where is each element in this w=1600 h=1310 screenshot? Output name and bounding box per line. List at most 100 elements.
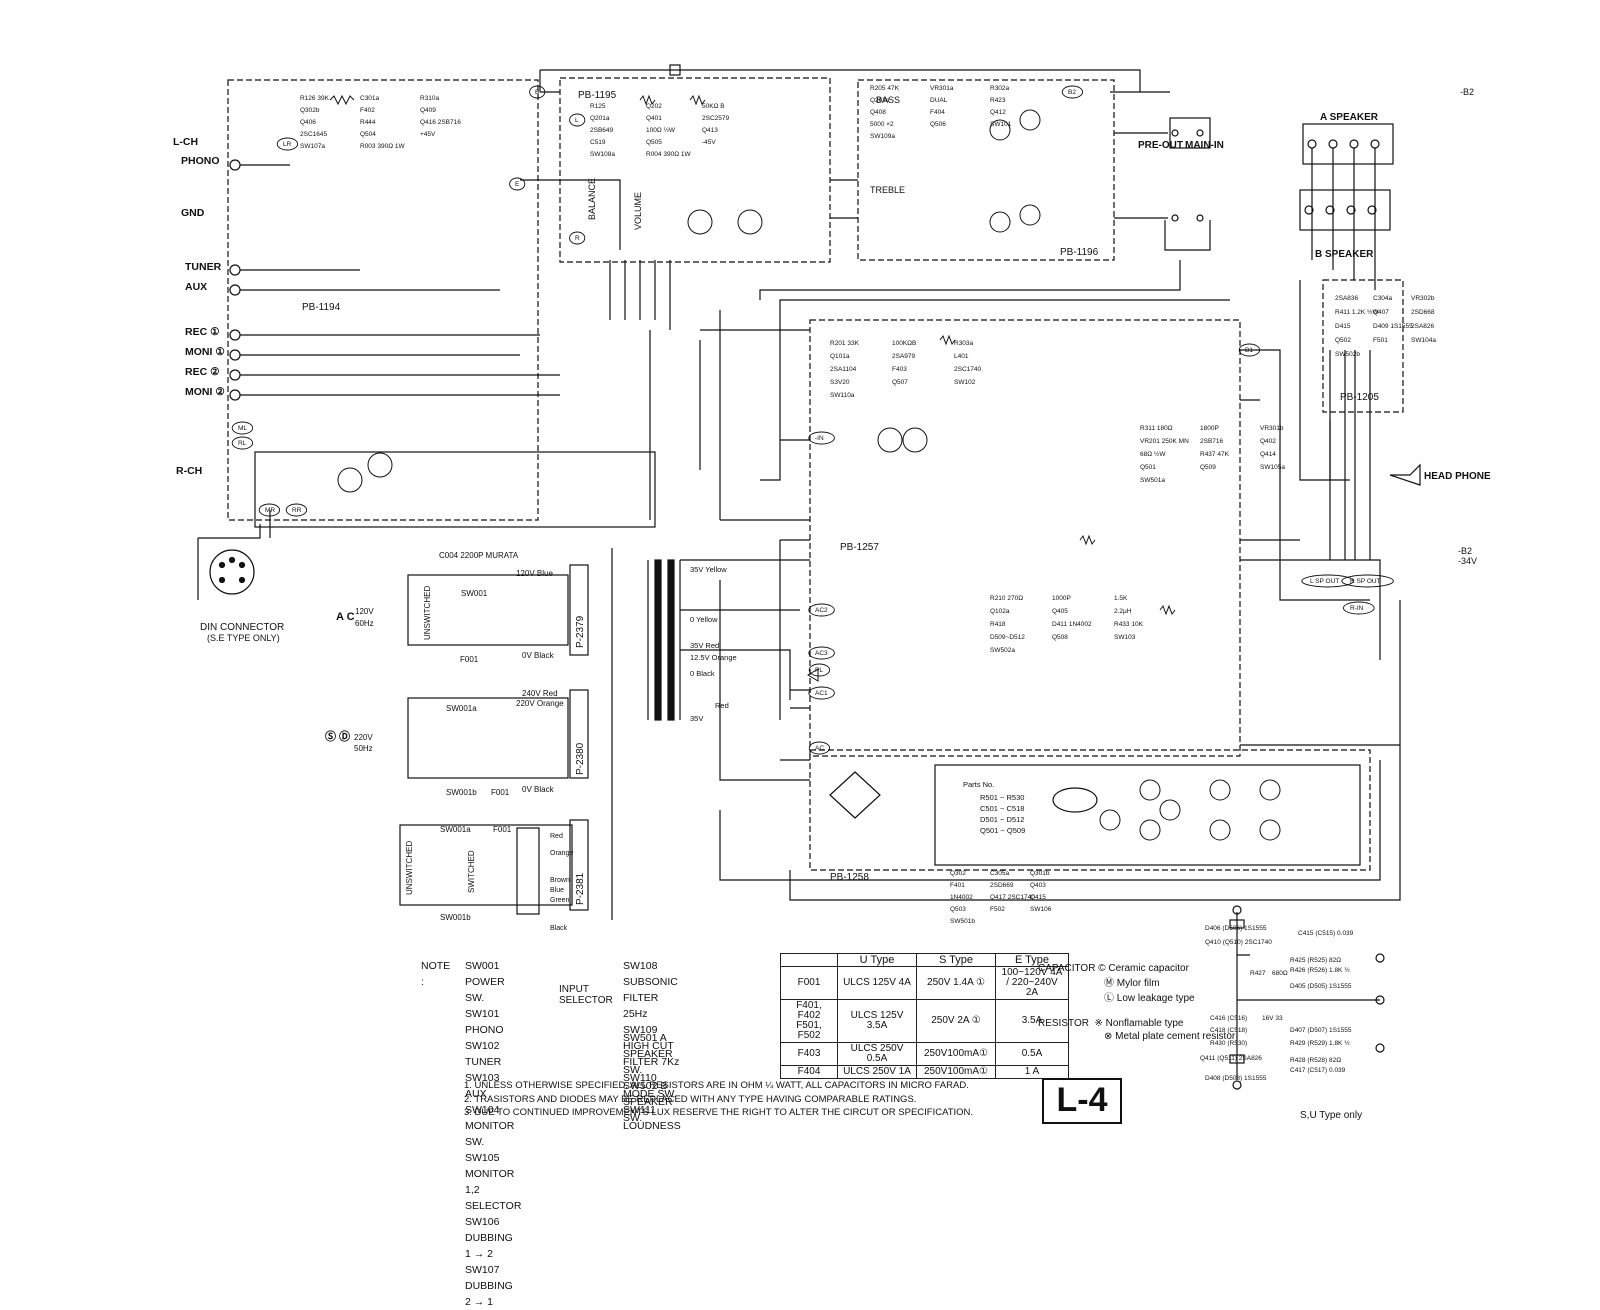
label-f001-1: F001 [460,655,479,664]
footnote-1: 1. UNLESS OTHERWISE SPECIFIED, ALL RESIS… [464,1080,969,1091]
component-label: -45V [702,139,716,146]
footnotes: 1. UNLESS OTHERWISE SPECIFIED, ALL RESIS… [464,1079,973,1120]
label-f001-3: F001 [493,825,512,834]
terminal-marker [569,231,586,245]
legend-metal-plate: ⊗ Metal plate cement resistor [1104,1031,1236,1042]
note-sw108: SW108 SUBSONIC FILTER 25Hz [623,960,678,1020]
component-label: VR301a [930,85,954,92]
component-label: 2SA1104 [830,366,857,373]
board-pb1205-outline [1322,279,1404,413]
label-moni1: MONI ① [185,346,225,358]
sub-circuit-label: R428 (R528) 82Ω [1290,1057,1341,1064]
component-label: Q405 [1052,608,1068,615]
sel-tap-5: Black [550,925,568,932]
label-gnd: GND [181,207,205,219]
terminal-marker [529,85,546,99]
component-label: DUAL [930,97,948,104]
terminal-label: AC1 [815,690,828,697]
component-label: SW103 [1114,634,1136,641]
component-label: Q102a [990,608,1010,615]
component-label: 1.5K [1114,595,1128,602]
terminal-marker [1238,343,1261,357]
notes-title: NOTE : [421,960,451,988]
label-unswitched-1: UNSWITCHED [423,586,432,640]
sub-circuit-label: D408 (D508) 1S1555 [1205,1075,1267,1082]
component-label: Q502 [1335,337,1351,344]
component-label: 1800P [1200,425,1219,432]
sel-tap-4: Green [550,897,570,904]
component-label: F501 [1373,337,1388,344]
component-label: SW110a [830,392,855,399]
component-label: VR302b [1411,295,1435,302]
terminal-label: -IN [815,435,824,442]
sub-circuit-label: 680Ω [1272,970,1288,977]
terminal-label: R-IN [1350,605,1364,612]
component-label: Q505 [646,139,662,146]
fuse-table: U Type S Type E Type F001 ULCS 125V 4A 2… [780,953,1069,1079]
component-label: Q507 [892,379,908,386]
note-sw001: SW001 POWER SW. [465,960,505,1004]
board-pb1257: PB-1257 [840,542,879,553]
component-label: SW102 [954,379,976,386]
legend-mylor: Ⓜ Mylor film [1104,978,1160,989]
component-label: C305a [990,870,1010,877]
label-lch: L-CH [173,136,198,148]
component-label: Q412 [990,109,1006,116]
fuse-table-header: U Type S Type E Type [780,953,1069,967]
component-label: 2SB649 [590,127,614,134]
terminal-marker [509,177,526,191]
board-pb1195-outline [559,77,831,263]
component-label: F403 [892,366,907,373]
component-label: R302a [990,85,1010,92]
b-speaker-block [1299,189,1391,231]
label-sd-spec: 220V [354,733,373,742]
label-0v-black-2: 0V Black [522,785,555,794]
sel-tap-2: Brown [550,877,570,884]
component-label: SW105a [1260,464,1285,471]
component-label: VR301b [1260,425,1284,432]
component-label: Q101a [830,353,850,360]
model-label: L-4 [1042,1078,1122,1124]
fuse-h1: U Type [837,953,917,967]
component-label: Q503 [950,906,966,913]
din-sub: (S.E TYPE ONLY) [207,633,280,643]
terminal-label: ML [238,425,247,432]
component-label: 2SD669 [990,882,1014,889]
parts-row-0: R501 ~ R530 [980,793,1024,802]
legend-nonflam: ※ Nonflamable type [1094,1018,1184,1029]
component-label: Q301b [1030,870,1050,877]
component-label: D409 1S1555 [1373,323,1413,330]
terminal-marker [569,113,586,127]
component-label: R444 [360,119,376,126]
power-box-s [407,697,569,779]
component-label: Q409 [420,107,436,114]
component-label: SW107a [300,143,325,150]
terminal-label: B2 [1068,89,1076,96]
note-sw105: SW105 MONITOR 1,2 SELECTOR [465,1152,522,1212]
component-label: Q401 [646,115,662,122]
component-label: Q508 [1052,634,1068,641]
terminal-label: L [575,117,579,124]
component-label: 50KΩ B [702,103,725,110]
note-sw101: SW101 PHONO [465,1008,504,1036]
sub-circuit-label: R430 (R530) [1210,1040,1247,1047]
terminal-marker [231,436,254,450]
component-label: Q416 2SB716 [420,119,461,126]
component-label: 2SA979 [892,353,916,360]
power-box-u [407,574,569,646]
sub-circuit-label: D405 (D505) 1S1555 [1290,983,1352,990]
label-unswitched-2: UNSWITCHED [405,841,414,895]
terminal-label: RL [238,440,247,447]
component-label: Q202a [870,97,890,104]
label-rec2: REC ② [185,366,220,378]
fuse-row: F401, F402 F501, F502 ULCS 125V 3.5A 250… [780,999,1069,1043]
xfmr-tap-1: 0 Yellow [690,615,718,624]
component-label: Q417 2SC1740 [990,894,1035,901]
component-label: 2SA836 [1335,295,1359,302]
terminal-marker [808,663,831,677]
legend-capacitor: CAPACITOR [1038,963,1096,974]
component-label: SW108a [590,151,615,158]
sub-circuit-label: C418 (C518) [1210,1027,1247,1034]
sub-circuit-label: 16V 33 [1262,1015,1283,1022]
